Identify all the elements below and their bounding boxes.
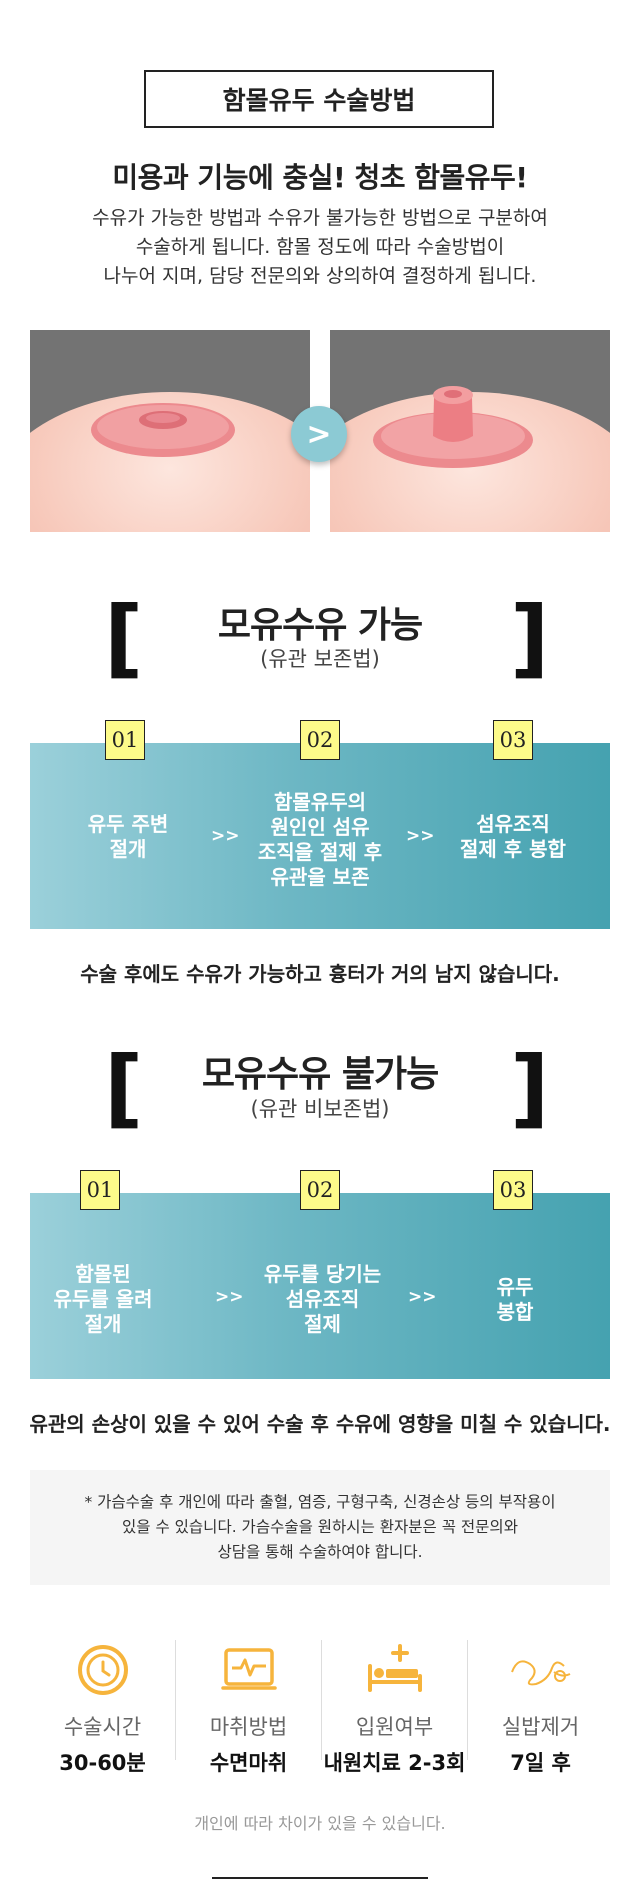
step-line: 유두를 당기는 [263,1262,382,1286]
step-line: 유두 주변 [87,812,169,836]
left-bracket: [ [104,588,144,688]
page-title: 함몰유두 수술방법 [222,86,416,115]
step-line: 유관을 보존 [270,865,370,889]
section2-steps-band [30,1193,610,1379]
info-label: 마취방법 [209,1715,288,1739]
step-line: 절개 [109,837,147,861]
step-line: 함몰유두의 [274,790,366,814]
divider [467,1640,468,1760]
disclaimer-line: * 가슴수술 후 개인에 따라 출혈, 염증, 구형구축, 신경손상 등의 부작… [84,1493,556,1511]
clock-icon [77,1645,128,1695]
info-anesthesia: 마취방법 수면마취 [176,1635,321,1780]
info-label: 실밥제거 [501,1715,580,1739]
after-image [330,330,610,532]
section2-title: 모유수유 불가능 [201,1054,439,1095]
step-line: 조직을 절제 후 [257,840,383,864]
step-description: 함몰유두의 원인인 섬유 조직을 절제 후 유관을 보존 [245,790,395,890]
step-description: 유두 봉합 [470,1275,560,1325]
headline: 미용과 기능에 충실! 청초 함몰유두! [112,161,528,194]
section2-subtitle: (유관 비보존법) [250,1097,390,1121]
step-number: 01 [80,1170,120,1210]
step-line: 원인인 섬유 [270,815,370,839]
corrected-nipple-illustration [373,386,533,468]
disclaimer-line: 있을 수 있습니다. 가슴수술을 원하시는 환자분은 꼭 전문의와 [122,1518,518,1536]
step-number: 03 [493,720,533,760]
intro-line: 수유가 가능한 방법과 수유가 불가능한 방법으로 구분하여 [92,207,548,229]
intro-line: 수술하게 됩니다. 함몰 정도에 따라 수술방법이 [135,236,505,258]
step-number: 02 [300,720,340,760]
step-separator: >> [211,826,240,846]
footer-note: 개인에 따라 차이가 있을 수 있습니다. [194,1814,446,1833]
step-number: 02 [300,1170,340,1210]
step-line: 섬유조직 [476,812,550,836]
step-line: 유두를 올려 [53,1287,153,1311]
right-bracket: ] [510,588,550,688]
info-value: 수면마취 [209,1751,288,1775]
step-line: 봉합 [496,1300,534,1324]
info-value: 내원치료 2-3회 [323,1751,466,1775]
step-separator: >> [406,826,435,846]
section2-note: 유관의 손상이 있을 수 있어 수술 후 수유에 영향을 미칠 수 있습니다. [29,1412,611,1436]
intro-line: 나누어 지며, 담당 전문의와 상의하여 결정하게 됩니다. [103,265,537,287]
divider [321,1640,322,1760]
info-label: 입원여부 [355,1715,434,1739]
info-hospitalization: 입원여부 내원치료 2-3회 [322,1635,467,1780]
step-description: 함몰된 유두를 올려 절개 [38,1262,168,1337]
step-line: 절제 후 봉합 [460,837,566,861]
bottom-divider [212,1877,428,1879]
page-title-box: 함몰유두 수술방법 [144,70,494,128]
info-value: 7일 후 [510,1751,571,1775]
info-surgery-time: 수술시간 30-60분 [30,1635,175,1780]
info-value: 30-60분 [59,1751,146,1775]
info-label: 수술시간 [63,1715,142,1739]
disclaimer-box: * 가슴수술 후 개인에 따라 출혈, 염증, 구형구축, 신경손상 등의 부작… [30,1470,610,1585]
divider [175,1640,176,1760]
inverted-nipple-illustration [91,403,235,457]
step-separator: >> [408,1287,437,1307]
right-bracket: ] [510,1038,550,1138]
step-description: 유두 주변 절개 [63,812,193,862]
info-stitch-removal: 실밥제거 7일 후 [468,1635,613,1780]
section1-title: 모유수유 가능 [217,605,423,646]
hospital-bed-icon [367,1644,422,1692]
monitor-heartbeat-icon [220,1648,277,1690]
left-bracket: [ [104,1038,144,1138]
step-number: 01 [105,720,145,760]
before-image [30,330,310,532]
step-line: 유두 [496,1275,534,1299]
intro-text: 수유가 가능한 방법과 수유가 불가능한 방법으로 구분하여 수술하게 됩니다.… [0,204,640,291]
step-separator: >> [215,1287,244,1307]
step-line: 절개 [84,1312,122,1336]
step-line: 섬유조직 [285,1287,360,1311]
step-line: 함몰된 [75,1262,131,1286]
section1-note: 수술 후에도 수유가 가능하고 흉터가 거의 남지 않습니다. [80,962,560,986]
step-description: 유두를 당기는 섬유조직 절제 [245,1262,400,1337]
section1-steps-band [30,743,610,929]
section1-subtitle: (유관 보존법) [260,647,380,671]
next-arrow-icon: > [291,406,347,462]
disclaimer-line: 상담을 통해 수술하여야 합니다. [217,1543,423,1561]
suture-icon [510,1660,570,1686]
step-description: 섬유조직 절제 후 봉합 [443,812,583,862]
step-number: 03 [493,1170,533,1210]
step-line: 절제 [304,1312,341,1336]
